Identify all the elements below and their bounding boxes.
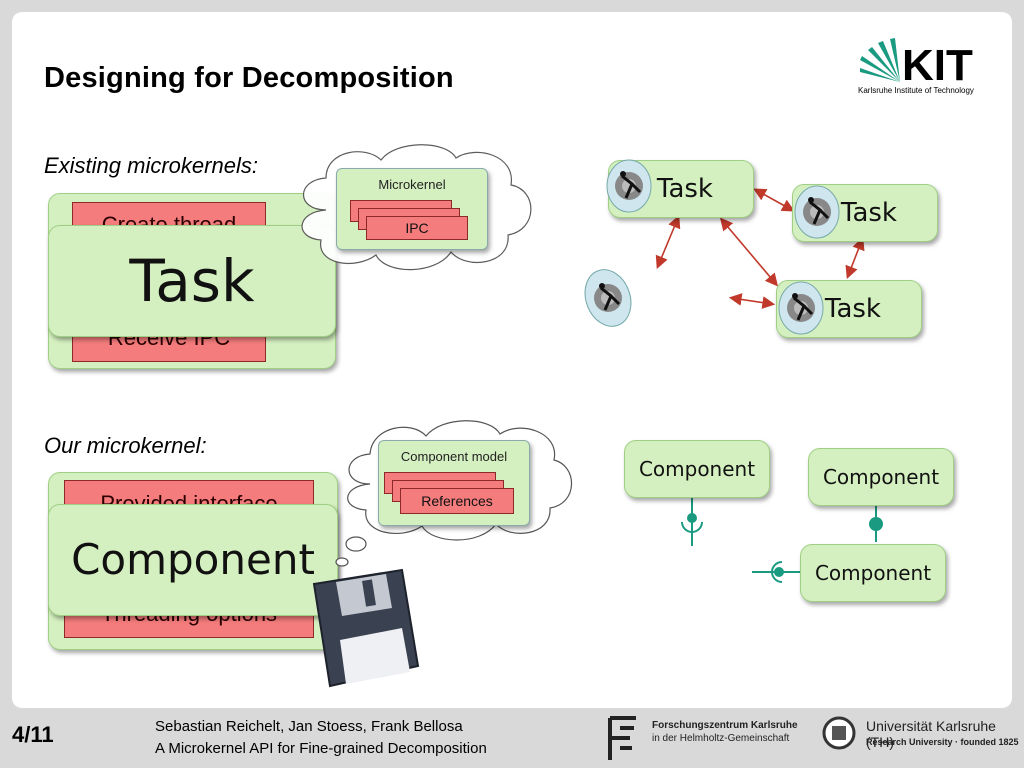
microkernel-panel-label: Microkernel xyxy=(378,177,446,192)
uni-line2: Research University · founded 1825 xyxy=(866,737,1019,747)
references-label: References xyxy=(400,488,514,514)
ipc-label: IPC xyxy=(366,216,468,240)
existing-label: Existing microkernels: xyxy=(44,153,258,178)
runner-cog-icon xyxy=(582,266,634,335)
kit-logo-text: KIT xyxy=(902,41,973,90)
fzk-logo-icon xyxy=(606,716,640,767)
runner-cog-icon xyxy=(792,184,842,245)
uni-logo-icon xyxy=(822,716,856,755)
runner-cog-icon xyxy=(604,158,654,219)
kit-logo-subtext: Karlsruhe Institute of Technology xyxy=(858,86,974,95)
component-model-label: Component model xyxy=(400,449,508,464)
ours-label: Our microkernel: xyxy=(44,433,207,458)
footer-talk-title: A Microkernel API for Fine-grained Decom… xyxy=(155,740,487,757)
task-big-box: Task xyxy=(48,225,336,337)
footer-authors: Sebastian Reichelt, Jan Stoess, Frank Be… xyxy=(155,718,463,735)
component-node-2: Component xyxy=(808,448,954,506)
uni-line1: Universität Karlsruhe (TH) xyxy=(866,718,996,750)
component-big-box: Component xyxy=(48,504,338,616)
page-number: 4/11 xyxy=(12,722,54,747)
component-node-1: Component xyxy=(624,440,770,498)
floppy-disk-icon xyxy=(306,562,426,697)
kit-logo-icon: KIT Karlsruhe Institute of Technology xyxy=(858,38,988,98)
fzk-line1: Forschungszentrum Karlsruhe xyxy=(652,720,798,731)
slide-title: Designing for Decomposition xyxy=(44,62,454,94)
fzk-line2: in der Helmholtz-Gemeinschaft xyxy=(652,733,790,744)
component-node-3: Component xyxy=(800,544,946,602)
runner-cog-icon xyxy=(776,280,826,341)
